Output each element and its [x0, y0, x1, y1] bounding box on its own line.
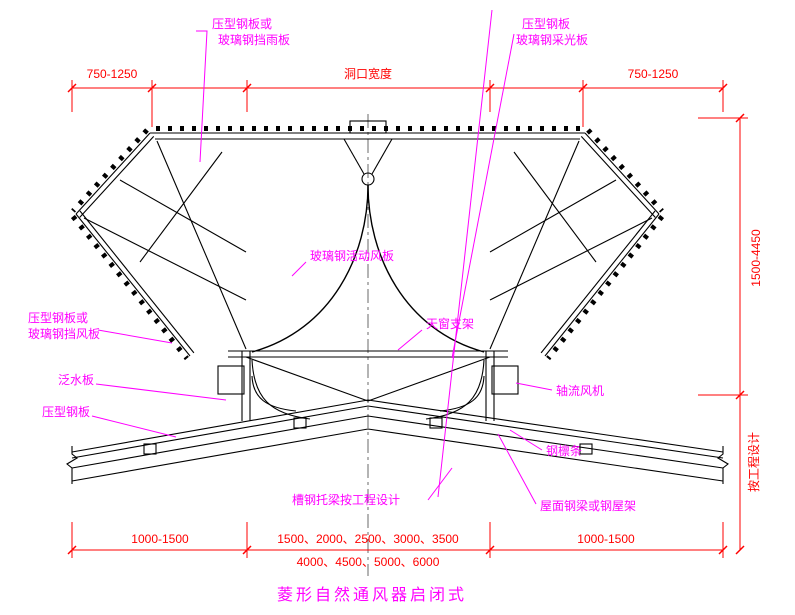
support-posts — [241, 351, 495, 421]
dim-height-note: 按工程设计 — [746, 432, 761, 492]
label-wind-shield-1: 压型钢板或 — [28, 311, 88, 325]
ventilator-structure — [66, 120, 729, 484]
ridge-cap-detail — [349, 120, 387, 134]
beam-break-right — [717, 446, 729, 484]
pivot-and-flaps — [251, 138, 485, 353]
truss-members-left — [83, 140, 247, 350]
label-pressed-steel-plate: 压型钢板 — [42, 405, 90, 419]
dim-height-range: 1500-4450 — [749, 229, 763, 287]
label-roof-beam: 屋面钢梁或钢屋架 — [540, 498, 636, 513]
purlin — [143, 443, 157, 455]
label-axial-fan: 轴流风机 — [556, 383, 604, 398]
label-wind-shield-2: 玻璃钢挡风板 — [28, 327, 100, 341]
beam-break-left — [66, 446, 78, 484]
dim-bottom-center-row1: 1500、2000、2500、3000、3500 — [277, 532, 459, 546]
dimension-ticks-right — [735, 113, 745, 555]
roof-deck-and-beam — [66, 399, 729, 484]
skylight-bracket-member — [228, 350, 508, 402]
label-movable-panel: 玻璃钢活动风板 — [310, 249, 394, 263]
label-steel-purlin: 钢檩条 — [546, 443, 582, 458]
dim-bottom-center-row2: 4000、4500、5000、6000 — [297, 555, 440, 569]
dimension-lines — [67, 80, 748, 558]
axial-fan-left — [217, 365, 245, 395]
label-rain-shield-1: 压型钢板或 — [212, 17, 272, 31]
annotation-leaders — [91, 9, 553, 505]
truss-members-right — [489, 140, 653, 350]
dimension-texts: 750-1250 洞口宽度 750-1250 1500-4450 按工程设计 1… — [87, 66, 763, 569]
label-flashing-plate: 泛水板 — [58, 373, 94, 387]
purlin — [293, 417, 307, 429]
label-rain-shield-2: 玻璃钢挡雨板 — [218, 33, 290, 47]
dimension-ticks-top — [67, 83, 728, 93]
panel-rib-hatching — [70, 126, 665, 361]
label-daylight-1: 压型钢板 — [522, 17, 570, 31]
drawing-title: 菱形自然通风器启闭式 — [277, 586, 467, 604]
axial-fan-right — [491, 365, 519, 395]
dim-top-right: 750-1250 — [628, 67, 679, 81]
dim-opening-width: 洞口宽度 — [344, 66, 392, 81]
dim-top-left: 750-1250 — [87, 67, 138, 81]
label-daylight-2: 玻璃钢采光板 — [516, 33, 588, 47]
purlin — [429, 417, 443, 429]
dimension-ticks-bottom — [67, 545, 728, 555]
dim-bottom-left: 1000-1500 — [131, 532, 189, 546]
annotation-texts: 压型钢板或 玻璃钢挡雨板 压型钢板 玻璃钢采光板 玻璃钢活动风板 天窗支架 压型… — [28, 17, 636, 513]
dim-bottom-right: 1000-1500 — [577, 532, 635, 546]
label-channel-joist: 槽钢托梁按工程设计 — [292, 492, 400, 507]
purlin — [579, 443, 593, 455]
label-skylight-bracket: 天窗支架 — [426, 317, 474, 331]
